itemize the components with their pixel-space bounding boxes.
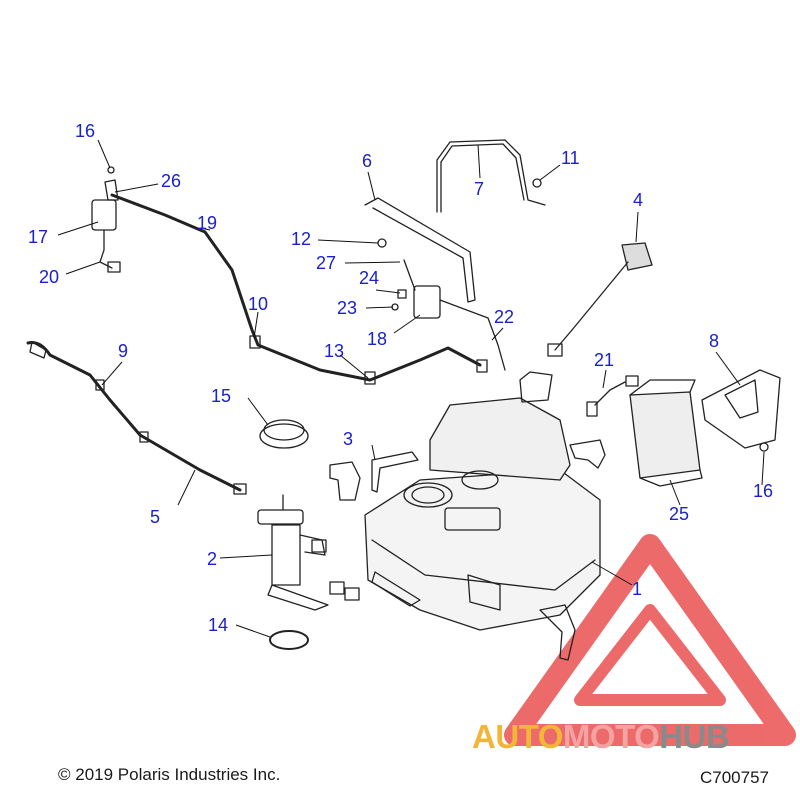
callout-16-screw-top: 16 — [75, 121, 96, 141]
callout-23-nut: 23 — [337, 298, 358, 318]
clip-24 — [397, 289, 407, 299]
callout-24-clip: 24 — [359, 268, 380, 288]
callout-3-tank-pad: 3 — [343, 429, 354, 449]
screw-16-bottom — [759, 442, 769, 452]
callout-9-hose: 9 — [118, 341, 129, 361]
callout-19-vent-hose: 19 — [197, 213, 218, 233]
callout-25-canister: 25 — [669, 504, 690, 524]
screw-16-top — [107, 166, 115, 174]
callout-6-strap: 6 — [362, 151, 373, 171]
callout-7-strap: 7 — [474, 179, 485, 199]
watermark-part-auto: AUTO — [472, 718, 563, 755]
screw-11 — [532, 178, 542, 188]
screw-12 — [377, 238, 387, 248]
vent-hose — [110, 193, 482, 382]
watermark-part-hub: HUB — [659, 718, 730, 755]
fuel-sender — [547, 242, 653, 357]
callout-16-screw-bottom: 16 — [753, 481, 774, 501]
strap-7 — [436, 139, 546, 213]
callout-18-valve: 18 — [367, 329, 388, 349]
fuel-line — [26, 341, 242, 492]
callout-11-screw: 11 — [561, 148, 580, 168]
valve-assembly-left — [91, 179, 121, 273]
copyright-notice: © 2019 Polaris Industries Inc. — [58, 765, 281, 784]
leader-lines — [57, 139, 765, 638]
strap-6 — [364, 197, 476, 303]
callout-12-screw: 12 — [291, 229, 312, 249]
watermark-text: AUTOMOTOHUB — [472, 718, 730, 756]
callout-15-lock-ring: 15 — [211, 386, 232, 406]
callout-4-fuel-sender: 4 — [633, 190, 644, 210]
watermark-part-moto: MOTO — [562, 718, 660, 755]
callout-10-clip: 10 — [248, 294, 269, 314]
valve-18 — [403, 259, 506, 371]
watermark-logo — [504, 534, 796, 746]
callout-1-fuel-tank: 1 — [632, 579, 643, 599]
callout-13-clip: 13 — [324, 341, 345, 361]
callout-14-seal: 14 — [208, 615, 229, 635]
callout-26-bracket: 26 — [161, 171, 182, 191]
callout-21-hose: 21 — [594, 350, 615, 370]
callout-2-fuel-pump: 2 — [207, 549, 218, 569]
callout-27-hose: 27 — [316, 253, 337, 273]
callout-5-fuel-line: 5 — [150, 507, 161, 527]
callout-17-valve: 17 — [28, 227, 49, 247]
canister — [586, 375, 703, 487]
fuel-pump-seal — [269, 630, 309, 650]
tank-pad — [329, 439, 606, 661]
drawing-number: C700757 — [700, 768, 770, 787]
fuel-pump — [257, 494, 360, 611]
lock-ring — [259, 419, 309, 449]
fuel-tank — [364, 371, 601, 631]
callout-22-hose: 22 — [494, 307, 515, 327]
callout-20-connector: 20 — [39, 267, 60, 287]
callout-8-bracket: 8 — [709, 331, 720, 351]
canister-bracket — [701, 369, 781, 449]
